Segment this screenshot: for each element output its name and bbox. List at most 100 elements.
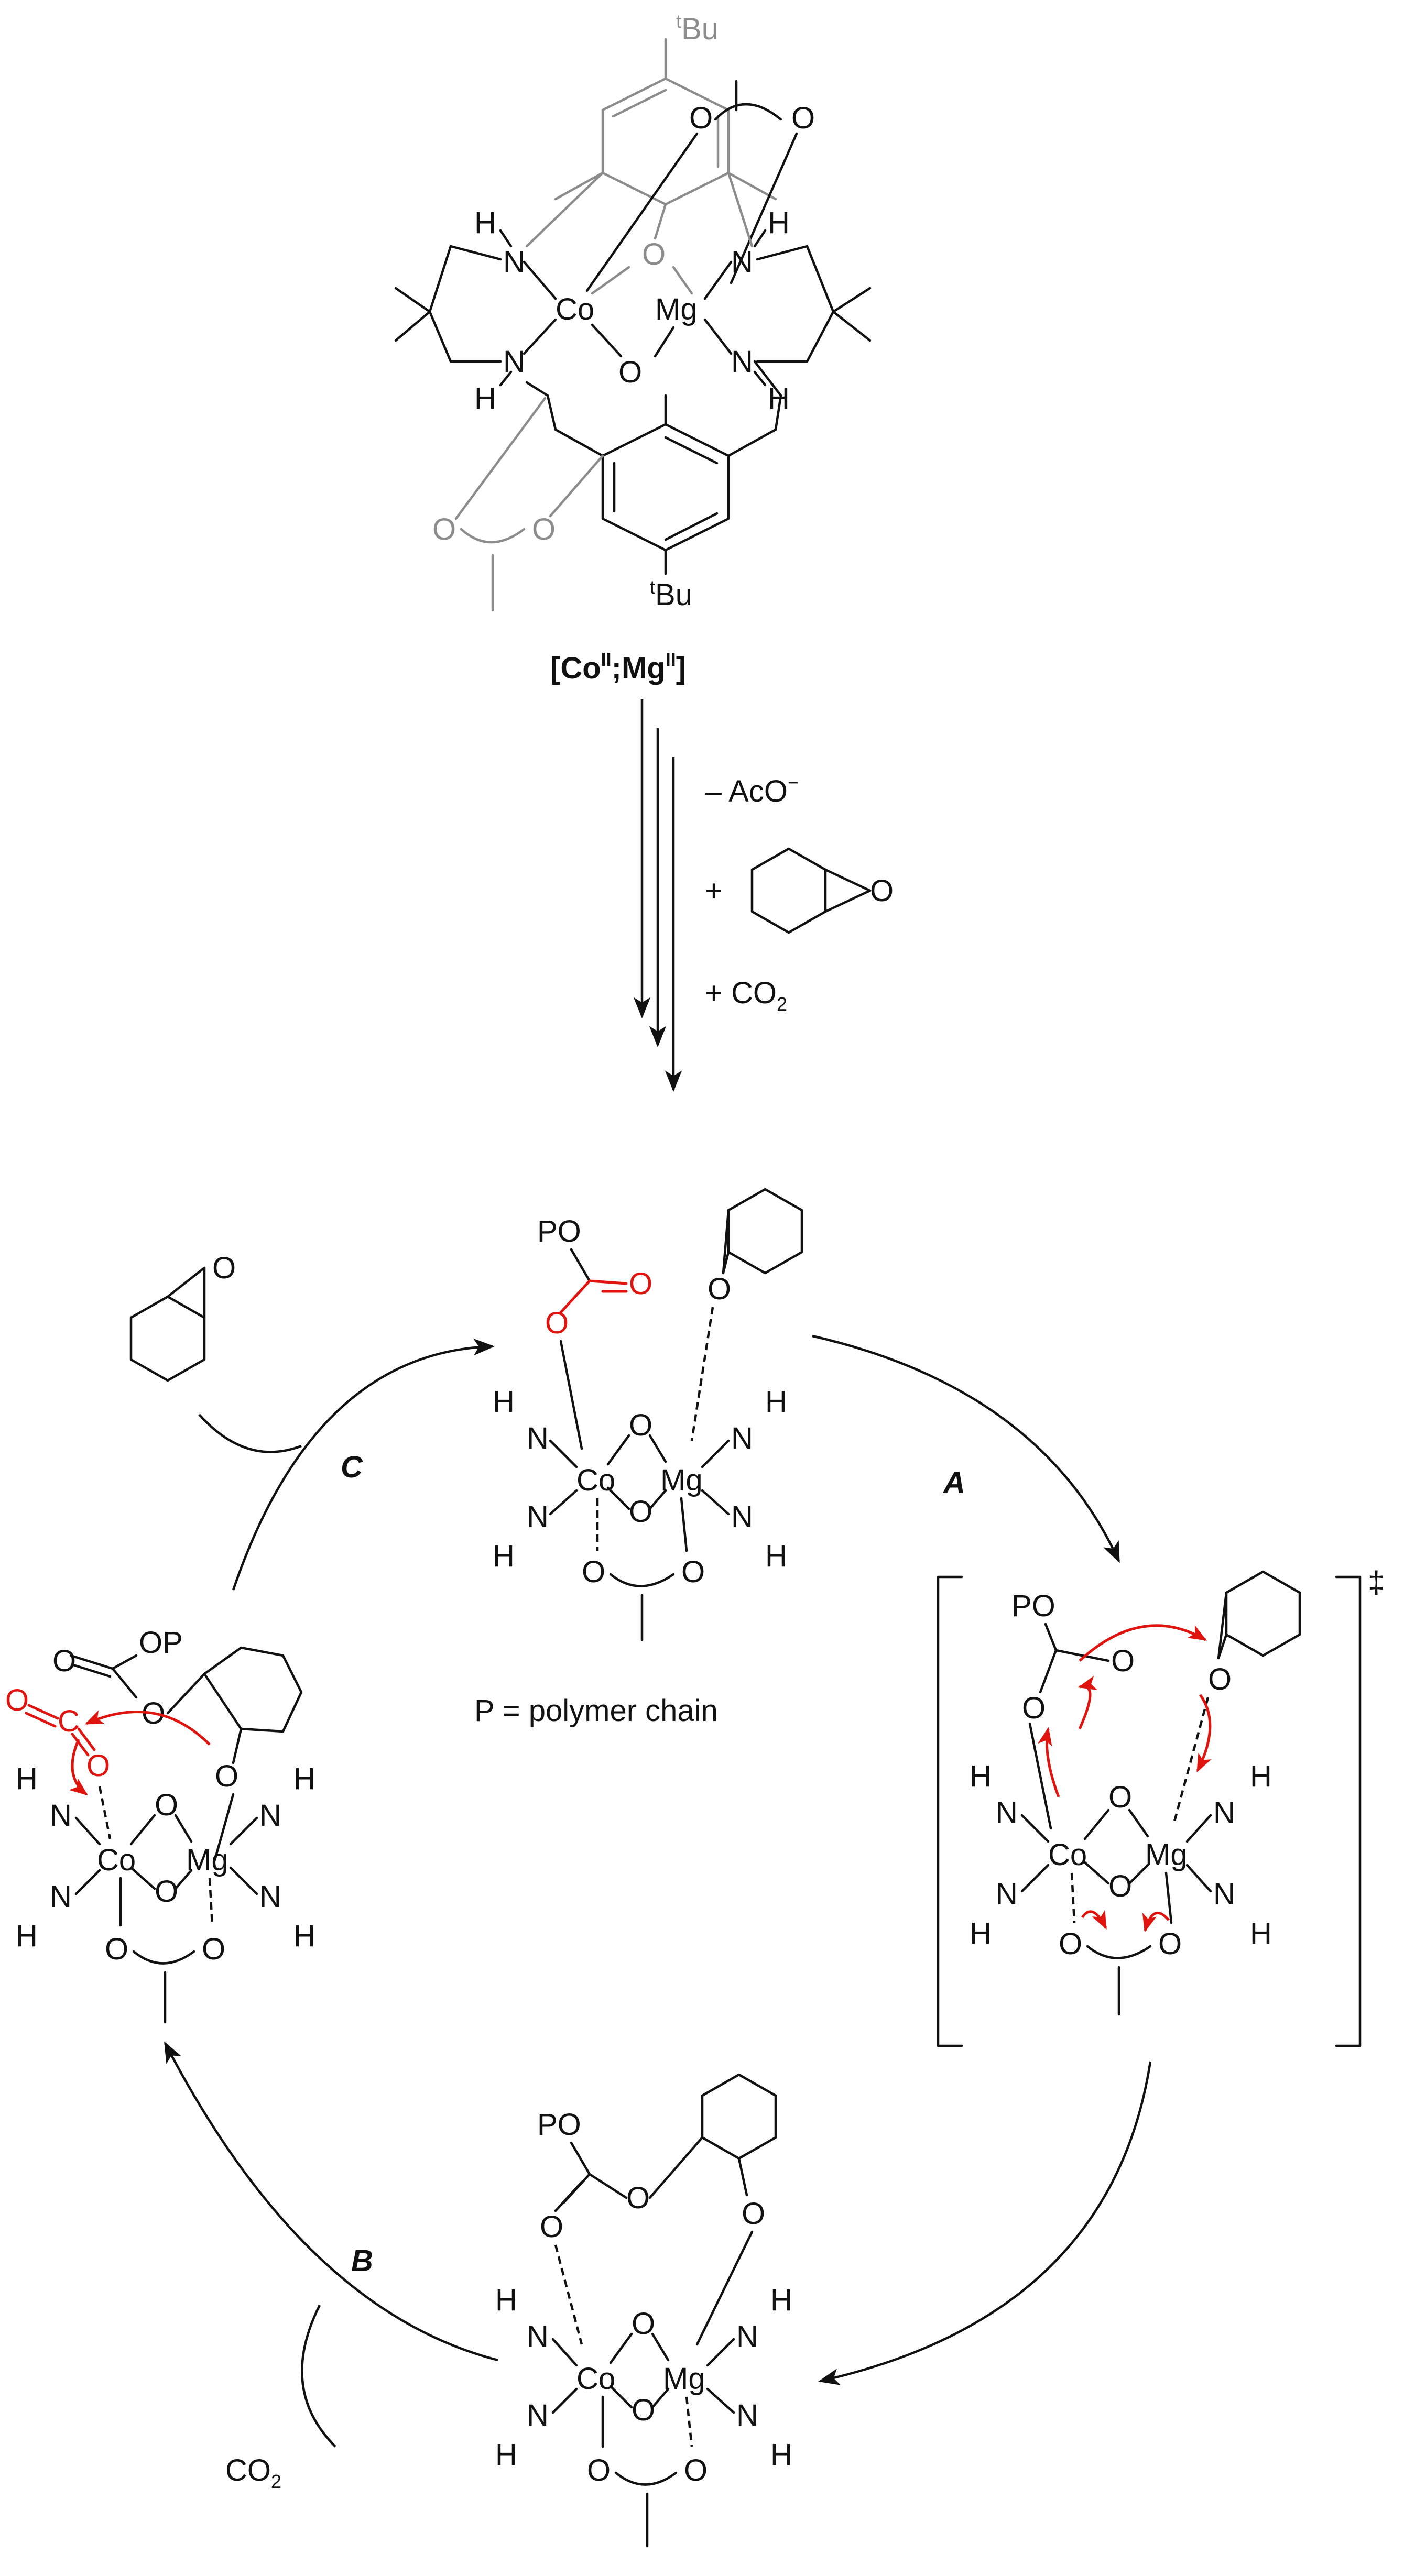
top-n-ll: N <box>527 1500 549 1534</box>
left-op-label: OP <box>139 1626 183 1660</box>
left-h-ul: H <box>16 1762 38 1796</box>
ts-h-lr: H <box>1250 1916 1272 1950</box>
top-co-atom: Co <box>576 1463 615 1497</box>
left-upper-h: H <box>474 206 496 240</box>
back-aryl-ring: O tBu <box>554 10 777 271</box>
front-tbu-sup: t <box>650 576 655 598</box>
bottom-bridge-o2: O <box>632 2393 655 2427</box>
acetate-top-o1: O <box>689 101 713 135</box>
top-h-ur: H <box>765 1385 787 1419</box>
ts-acetate-o1: O <box>1059 1927 1082 1961</box>
ts-n-ul: N <box>996 1796 1018 1830</box>
bottom-n-ll: N <box>527 2398 549 2432</box>
catalyst-label-suffix: ] <box>676 651 686 685</box>
top-n-lr: N <box>731 1500 753 1534</box>
bottom-po-label: PO <box>537 2108 581 2142</box>
top-mg-atom: Mg <box>660 1463 703 1497</box>
front-tbu-main: Bu <box>655 578 692 612</box>
complex-bottom: PO O O O Co Mg O O N H N H N H N H O O <box>495 2073 792 2548</box>
ts-n-ll: N <box>996 1877 1018 1911</box>
minus-acetate-sup: − <box>788 772 799 793</box>
bottom-ester-o: O <box>626 2181 650 2215</box>
ts-double-dagger: ‡ <box>1368 1565 1385 1599</box>
plus-co2-label: + CO2 <box>705 976 787 1015</box>
left-n-lr: N <box>259 1880 281 1914</box>
plus-co2-text: + CO <box>705 976 777 1010</box>
cyclohexene-oxide-reagent: O <box>750 847 894 934</box>
top-n-ul: N <box>527 1421 549 1455</box>
ts-push-arrow-2 <box>1079 1624 1207 1662</box>
step-a-label: A <box>942 1466 965 1500</box>
co2-entry-arc <box>301 2304 336 2448</box>
bottom-acetate-bridge: O O <box>432 397 604 612</box>
catalyst-label-mid: ;Mg <box>612 651 666 685</box>
co-atom: Co <box>556 292 594 326</box>
left-bridge-o2: O <box>155 1875 178 1909</box>
left-co2-o1: O <box>5 1683 29 1717</box>
ts-carbonyl-o: O <box>1111 1644 1135 1678</box>
dimetal-core: Co Mg O <box>556 266 698 389</box>
ts-push-arrow-1 <box>1078 1675 1097 1730</box>
top-carbonate-o: O <box>545 1306 569 1340</box>
catalyst-label-ox1: II <box>601 649 612 670</box>
ts-mg-atom: Mg <box>1145 1838 1188 1872</box>
bottom-alkoxide-o: O <box>742 2197 765 2231</box>
top-n-ur: N <box>731 1421 753 1455</box>
bottom-acetate-o1: O <box>587 2453 611 2487</box>
cyclohexene-oxide-cycle-input: O <box>129 1251 236 1382</box>
left-lower-n: N <box>503 345 525 379</box>
bottom-mg-atom: Mg <box>663 2362 705 2396</box>
back-tbu-sup: t <box>676 10 681 32</box>
catalytic-cycle-arrows: A B C CO2 O <box>129 1251 1152 2492</box>
catalyst-label: [CoII;MgII] <box>550 649 686 685</box>
left-acetate-o2: O <box>202 1932 225 1966</box>
back-tbu-main: Bu <box>681 12 719 46</box>
catalyst-structure: O tBu O O tBu O O <box>394 10 872 685</box>
complex-left: OP O O O O C O Co Mg O O N H N H <box>5 1626 315 2024</box>
left-co2-c: C <box>58 1704 80 1738</box>
ts-po-label: PO <box>1011 1589 1055 1623</box>
front-aryl-ring: tBu <box>546 394 782 612</box>
top-acetate-bridge: O O <box>585 80 815 292</box>
minus-acetate-text: – AcO <box>705 774 788 808</box>
minus-acetate-label: – AcO− <box>705 772 799 808</box>
arrow-bottom-to-b <box>818 2061 1152 2385</box>
left-n-ur: N <box>259 1799 281 1833</box>
right-amine-arm: N H N H <box>703 171 872 415</box>
ts-push-arrow-3 <box>1196 1694 1212 1773</box>
ts-co-atom: Co <box>1048 1838 1087 1872</box>
front-tbu-label: tBu <box>650 576 692 612</box>
acetate-bottom-o2: O <box>532 512 556 546</box>
bottom-n-ur: N <box>736 2320 758 2354</box>
bottom-bridge-o1: O <box>632 2307 655 2341</box>
ts-carbonate-o: O <box>1022 1691 1046 1725</box>
top-bridge-o2: O <box>629 1495 652 1529</box>
left-n-ul: N <box>50 1799 72 1833</box>
left-co-atom: Co <box>97 1843 136 1877</box>
right-lower-h: H <box>768 381 790 415</box>
top-h-ll: H <box>493 1539 515 1573</box>
step-b-label: B <box>351 2244 373 2278</box>
reagent-epoxide-o: O <box>870 874 894 908</box>
back-tbu-label: tBu <box>676 10 719 46</box>
ts-h-ul: H <box>970 1759 992 1793</box>
ts-epoxide-o: O <box>1208 1662 1232 1696</box>
left-h-lr: H <box>293 1919 315 1953</box>
top-h-ul: H <box>493 1385 515 1419</box>
bottom-h-ul: H <box>495 2283 517 2317</box>
bottom-co-atom: Co <box>576 2362 615 2396</box>
left-push-arrow-2 <box>69 1739 88 1796</box>
complex-top: PO O O O Co Mg O O N H N H N H N H <box>474 1188 803 1728</box>
top-po-label: PO <box>537 1214 581 1248</box>
catalyst-label-prefix: [Co <box>550 651 601 685</box>
ts-push-arrow-6 <box>1142 1911 1170 1933</box>
activation-step: – AcO− + O + CO2 <box>633 699 894 1092</box>
right-upper-h: H <box>768 206 790 240</box>
ts-h-ur: H <box>1250 1759 1272 1793</box>
ts-h-ll: H <box>970 1916 992 1950</box>
co2-input-label: CO2 <box>225 2453 281 2492</box>
complex-transition-state: ‡ PO O O O Co Mg O O N H N H N H N H O <box>937 1565 1385 2047</box>
bottom-acetate-o2: O <box>684 2453 708 2487</box>
top-carbonyl-o: O <box>629 1267 652 1301</box>
ts-bracket-left <box>937 1575 963 2047</box>
